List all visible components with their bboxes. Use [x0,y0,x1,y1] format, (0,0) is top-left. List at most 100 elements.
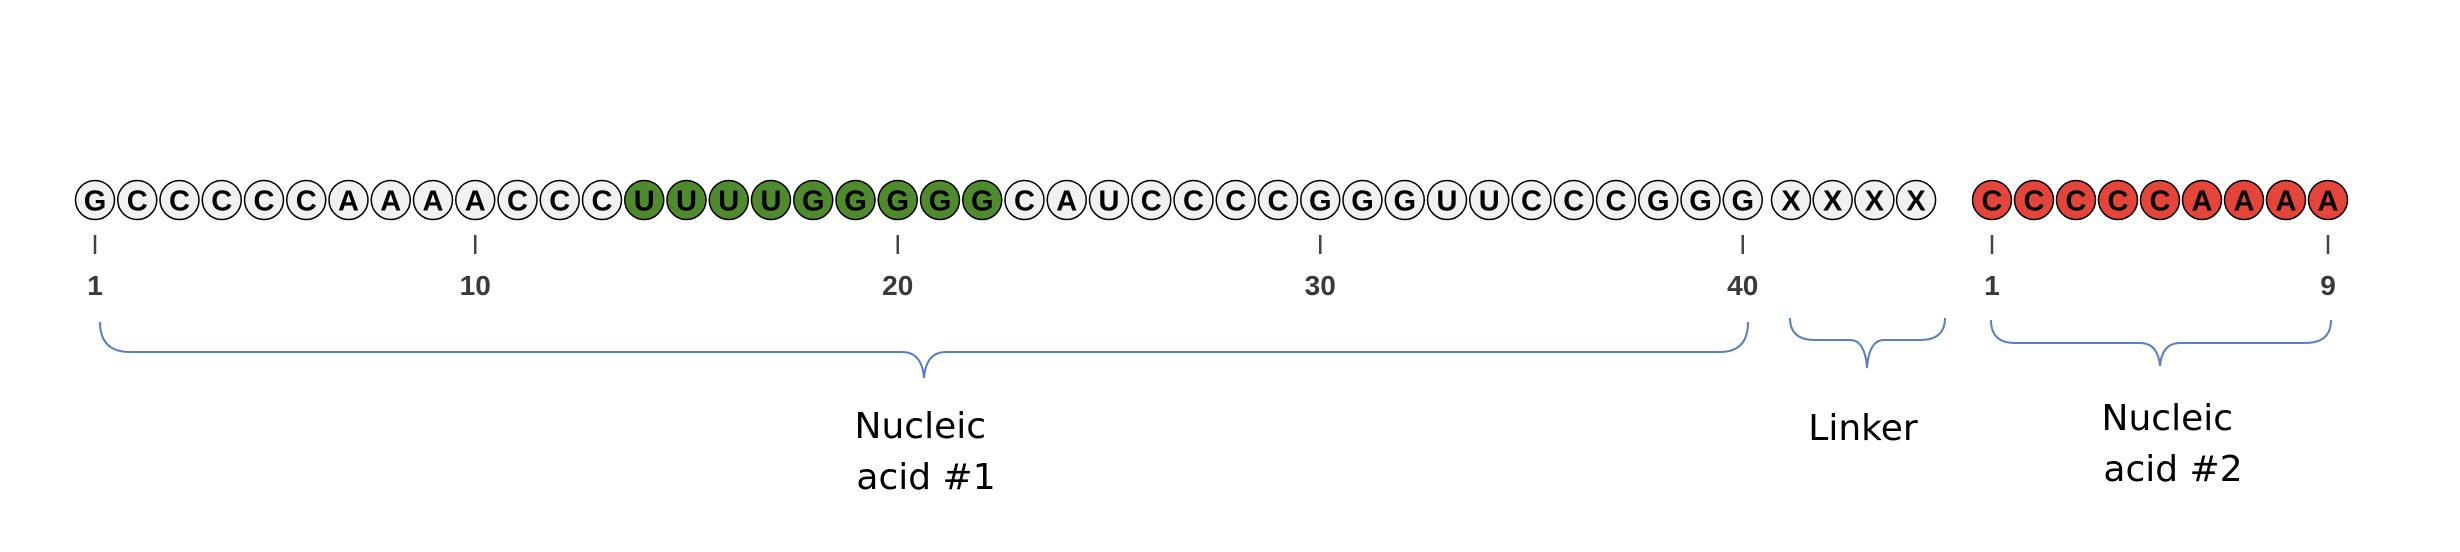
linker-nt-1: X [1770,179,1812,221]
bead-circle [201,179,242,221]
bead-circle [793,179,834,221]
bead-circle [497,179,538,221]
nucleic_acid_1-nt-11: C [497,179,538,221]
bead-circle [1971,179,2013,221]
bead-circle [877,179,918,221]
bead-circle [2097,179,2139,221]
nt-letter: G [971,186,994,218]
nt-letter: C [211,186,232,218]
nucleic-acid-1-label-line2: acid #1 [856,457,995,498]
nucleic_acid_1-nt-33: U [1426,179,1468,221]
linker-nt-2: X [1812,179,1853,221]
nucleic_acid_1-nt-32: G [1384,179,1425,221]
nt-letter: U [718,186,739,218]
nucleic_acid_1-nt-12: C [539,179,580,221]
nucleic_acid_1-nt-8: A [370,179,411,221]
nt-letter: C [2150,186,2171,218]
nt-letter: C [1563,186,1584,218]
bead-circle [1595,179,1637,221]
nucleic_acid_1-nt-23: C [1004,179,1045,221]
nucleic_acid_1-nt-38: G [1638,179,1679,221]
nt-letter: G [1731,186,1754,218]
nt-letter: C [296,186,317,218]
nucleic_acid_1-nt-28: C [1215,179,1256,221]
nucleic_acid_1-nt-26: C [1131,179,1172,221]
nucleic_acid_1-nt-25: U [1088,179,1130,221]
bead-circle [2139,179,2181,221]
nucleic_acid_1-nt-37: C [1595,179,1637,221]
bead-circle [750,179,792,221]
nt-letter: C [1141,186,1162,218]
nt-letter: U [761,186,782,218]
nt-letter: A [465,186,486,218]
nucleic-acid-2-label: Nucleic acid #2 [2102,398,2245,490]
nt-letter: C [1606,186,1627,218]
nt-letter: G [886,186,909,218]
nucleic_acid_1-nt-29: C [1257,179,1299,221]
nucleic_acid_1-nt-9: A [412,179,454,221]
bead-circle [1553,179,1594,221]
nt-letter: C [1183,186,1204,218]
bead-circle [412,179,454,221]
nt-letter: G [1689,186,1712,218]
bead-circle [1215,179,1256,221]
bead-circle [286,179,327,221]
nucleic-acid-2-brace [1990,319,2332,367]
nt-letter: A [2192,186,2213,218]
bead-circle [455,179,496,221]
nucleic_acid_1-nt-24: A [1046,179,1087,221]
tick-label-1: 1 [1984,270,2000,301]
linker-nt-4: X [1895,179,1937,221]
nt-letter: G [1351,186,1374,218]
bead-circle [159,179,200,221]
nt-letter: A [2318,186,2339,218]
bead-circle [1770,179,1812,221]
nt-letter: U [1099,186,1120,218]
nt-letter: U [1437,186,1458,218]
nucleic-acid-2-label-line2: acid #2 [2103,449,2242,490]
nt-letter: X [1865,186,1885,218]
nucleic_acid_2-nt-2: C [2013,179,2055,221]
bead-circle [1046,179,1087,221]
bead-circle [1854,179,1895,221]
nt-letter: C [254,186,275,218]
nucleic_acid_1-nt-40: G [1722,179,1763,221]
bead-circle [2307,179,2349,221]
nucleic_acid_1-nt-17: U [750,179,792,221]
nucleic-acid-2-label-line1: Nucleic [2102,398,2233,439]
nt-letter: C [127,186,148,218]
nt-letter: C [1982,186,2003,218]
nucleic_acid_2-nt-7: A [2223,179,2265,221]
bead-circle [581,179,623,221]
bead-circle [1257,179,1299,221]
nucleic-acid-1-brace [99,321,1749,379]
nucleic_acid_1-nt-2: C [117,179,158,221]
linker-label: Linker [1808,408,1918,449]
nt-letter: C [2108,186,2129,218]
nucleic-acid-1-label-line1: Nucleic [855,406,986,447]
nucleic_acid_2-nt-4: C [2097,179,2139,221]
bead-circle [539,179,580,221]
nt-letter: X [1823,186,1843,218]
nucleic_acid_1-nt-7: A [328,179,369,221]
nucleic_acid_1-nt-22: G [962,179,1003,221]
bead-circle [328,179,369,221]
tick-label-10: 10 [460,270,491,301]
bead-circle [1469,179,1510,221]
bead-circle [1426,179,1468,221]
nt-letter: C [2066,186,2087,218]
linker-brace [1789,317,1946,369]
nt-letter: A [338,186,359,218]
bead-circle [1088,179,1130,221]
nucleic_acid_1-nt-36: C [1553,179,1594,221]
nucleic_acid_1-nt-3: C [159,179,200,221]
bead-circle [243,179,285,221]
bead-circle [1342,179,1383,221]
nt-letter: C [169,186,190,218]
tick-label-40: 40 [1727,270,1758,301]
nucleic-acid-1-label: Nucleic acid #1 [855,406,998,498]
